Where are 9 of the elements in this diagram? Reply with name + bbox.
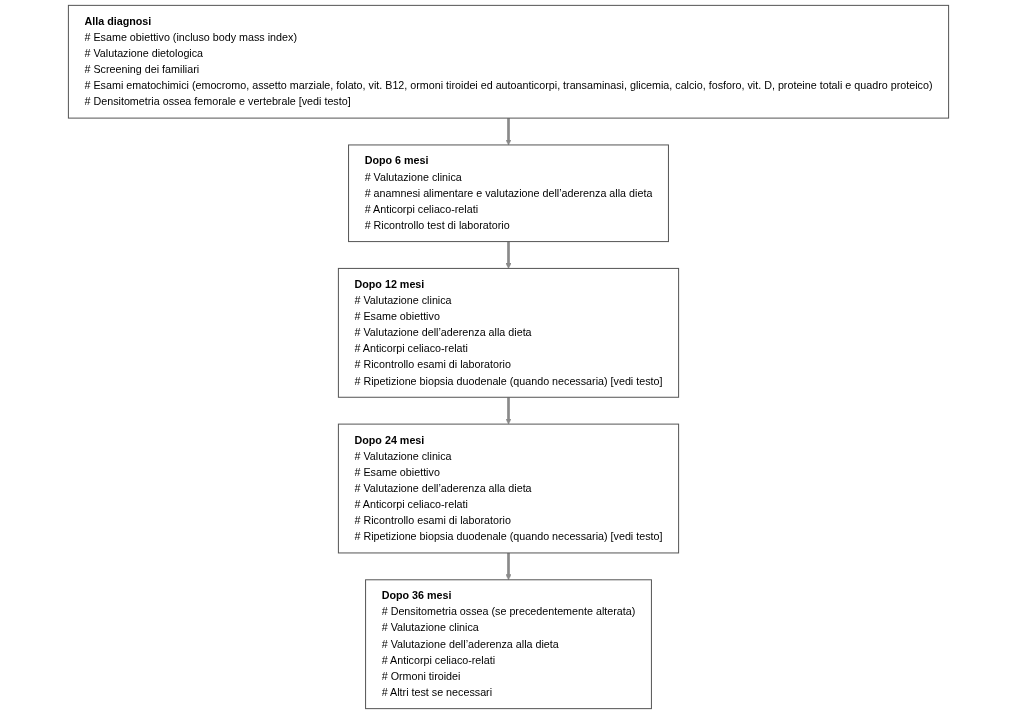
node-box: Dopo 6 mesi # Valutazione clinica # anamnesi alimentare e valutazione dell’aderenza alla dieta # Anticorpi celiaco-relati # Ricontrollo test di laboratorio: [348, 144, 669, 243]
arrow: [505, 397, 512, 425]
node-box: Dopo 24 mesi # Valutazione clinica # Esame obiettivo # Valutazione dell’aderenza alla dieta # Anticorpi celiaco-relati # Ricontrollo esami di laboratorio # Ripetizione biopsia duodenale (quando necessaria) [vedi testo]: [337, 423, 680, 554]
arrow: [505, 241, 512, 269]
node-box: Alla diagnosi # Esame obiettivo (incluso body mass index) # Valutazione dietologica # Screening dei familiari # Esami ematochimici (emocromo, assetto marziale, folato, vit. B12, ormoni tiroidei ed autoanticorpi, transaminasi, glicemia, calcio, fosforo, vit. D, proteine totali e quadro proteico) # Densitometria ossea femorale e vertebrale [vedi testo]: [67, 4, 950, 119]
node-box: Dopo 36 mesi # Densitometria ossea (se precedentemente alterata) # Valutazione clinica # Valutazione dell’aderenza alla dieta # Anticorpi celiaco-relati # Ormoni tiroidei # Altri test se necessari: [365, 579, 652, 710]
arrow: [505, 118, 512, 146]
node-box: Dopo 12 mesi # Valutazione clinica # Esame obiettivo # Valutazione dell’aderenza alla dieta # Anticorpi celiaco-relati # Ricontrollo esami di laboratorio # Ripetizione biopsia duodenale (quando necessaria) [vedi testo]: [337, 267, 680, 398]
arrow: [505, 552, 512, 581]
